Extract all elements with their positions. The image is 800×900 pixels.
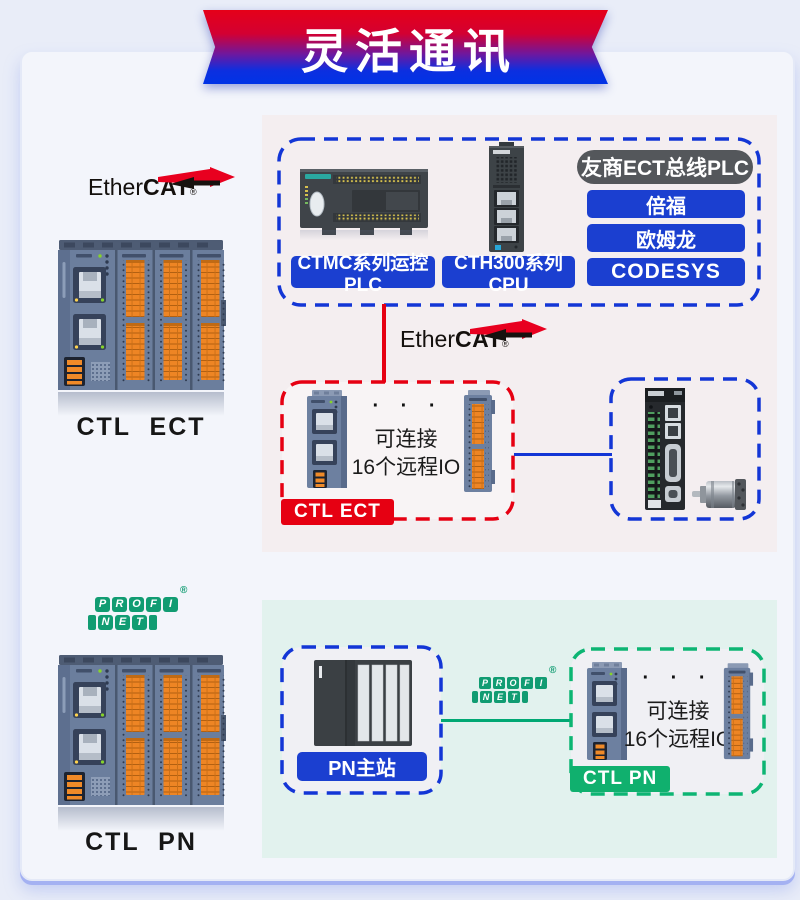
pn-master-label: PN主站: [297, 752, 427, 781]
ctl-ect-badge: CTL ECT: [281, 499, 394, 525]
ethercat-bus-logo: EtherCAT®: [400, 319, 547, 353]
profinet-tile: E: [494, 691, 506, 703]
profinet-tile: E: [115, 615, 130, 630]
pn-io-module-image: [722, 660, 754, 766]
ect-capacity-line1: 可连接: [374, 428, 438, 451]
page-title: 灵活通讯: [301, 24, 517, 78]
profinet-stub: [522, 691, 528, 703]
profinet-tile: I: [535, 677, 547, 689]
ect-io-module-image: [462, 390, 496, 496]
cth300-cpu-image: [487, 142, 527, 256]
ctl-pn-badge: CTL PN: [570, 766, 671, 792]
ethercat-bus-arrow-icon: [470, 319, 547, 341]
pn-capacity-line1: 可连接: [646, 700, 710, 723]
profinet-connector-line: [441, 719, 571, 722]
ethercat-bus-logo-reg: ®: [502, 339, 509, 349]
pn-master-plc-image: [314, 660, 412, 746]
profinet-tile: I: [163, 597, 178, 612]
partner-codesys-label: CODESYS: [587, 258, 745, 286]
profinet-tile: N: [480, 691, 492, 703]
partner-beckhoff-label: 倍福: [587, 190, 745, 218]
profinet-tile: O: [129, 597, 144, 612]
partner-omron-label: 欧姆龙: [587, 224, 745, 252]
profinet-tile: R: [493, 677, 505, 689]
partner-plc-header: 友商ECT总线PLC: [577, 150, 753, 184]
ect-masters-dashed-box: [277, 137, 761, 307]
ect-cpu-module-image: [305, 390, 349, 494]
ethercat-arrow-icon: [158, 167, 235, 189]
profinet-stub: [88, 615, 96, 630]
profinet-tile: P: [479, 677, 491, 689]
ect-ellipsis: · · ·: [372, 395, 444, 417]
ethercat-bus-vline: [382, 304, 386, 383]
title-ribbon: 灵活通讯: [203, 10, 608, 84]
profinet-tile: R: [112, 597, 127, 612]
cth300-series-label: CTH300系列CPU: [442, 253, 575, 296]
profinet-tile: N: [98, 615, 113, 630]
ctmc-plc-image: [300, 166, 430, 240]
servo-motor-image: [692, 478, 748, 511]
servo-dashed-box: [609, 377, 761, 521]
profinet-tile: F: [146, 597, 161, 612]
pn-ellipsis: · · ·: [642, 667, 714, 689]
profinet-tile: T: [132, 615, 147, 630]
servo-connector-line: [514, 453, 612, 456]
servo-drive-image: [644, 388, 686, 512]
title-banner: 灵活通讯: [203, 10, 608, 84]
profinet-tile: P: [95, 597, 110, 612]
pn-capacity-line2: 16个远程IO: [623, 728, 733, 751]
ethercat-logo-ether: Ether: [88, 174, 143, 200]
ethercat-logo: EtherCAT®: [88, 167, 235, 201]
profinet-stub: [472, 691, 478, 703]
ethercat-bus-logo-ether: Ether: [400, 326, 455, 352]
ctl-pn-device-image: [56, 655, 226, 831]
profinet-tile: O: [507, 677, 519, 689]
ctmc-series-label: CTMC系列运控PLC: [291, 253, 435, 296]
ect-capacity-line2: 16个远程IO: [351, 456, 461, 479]
ctl-pn-device-label: CTL PN: [85, 828, 197, 856]
profinet-tile: T: [508, 691, 520, 703]
ctl-ect-device-image: [56, 240, 226, 416]
ethercat-logo-reg: ®: [190, 187, 197, 197]
profinet-stub: [149, 615, 157, 630]
profinet-tile: F: [521, 677, 533, 689]
ctl-ect-device-label: CTL ECT: [76, 413, 206, 441]
